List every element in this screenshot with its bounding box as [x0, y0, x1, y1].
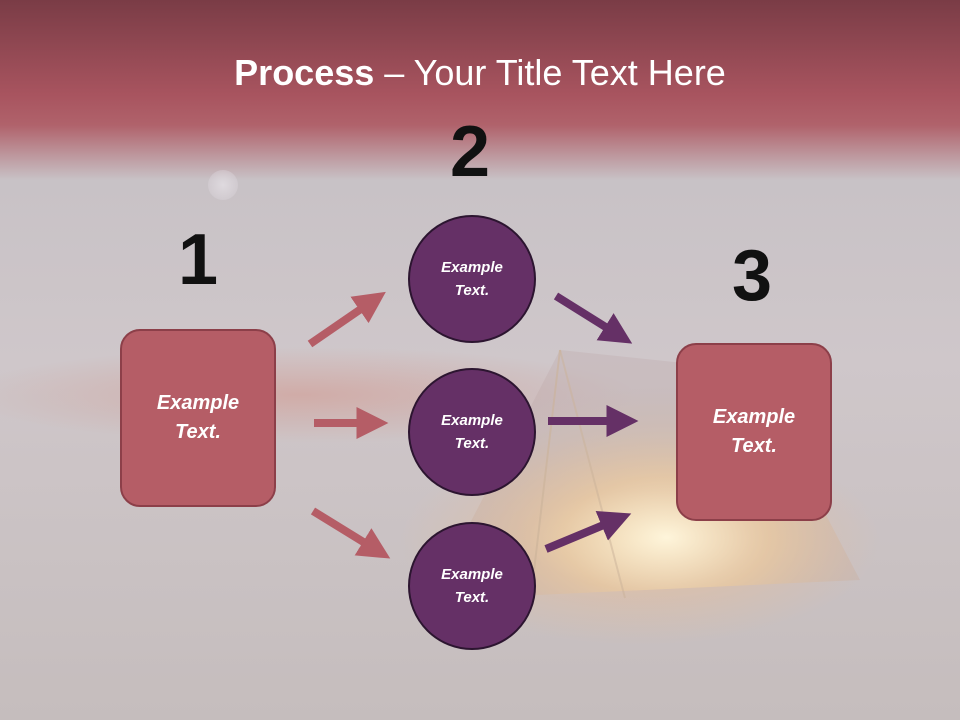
step-number-2: 2 [450, 112, 491, 192]
title-strong: Process [234, 52, 375, 93]
arrow-down-left [310, 507, 391, 559]
step-2-circle-top: Example Text. [408, 215, 536, 343]
slide-title: Process – Your Title Text Here [0, 52, 960, 94]
circle-middle-text: Example Text. [441, 412, 503, 452]
step-1-box: Example Text. [120, 329, 276, 507]
step-2-circle-middle: Example Text. [408, 368, 536, 496]
arrow-up-left [307, 291, 386, 348]
circle-top-text: Example Text. [441, 259, 503, 299]
step-number-1: 1 [178, 220, 219, 300]
moon-image [208, 170, 238, 200]
step-number-3: 3 [732, 236, 773, 316]
step-3-box: Example Text. [676, 343, 832, 521]
step-3-box-text: Example Text. [712, 406, 796, 457]
circle-bottom-text: Example Text. [441, 566, 503, 606]
arrow-down-right [553, 292, 633, 344]
arrow-up-right [544, 511, 632, 553]
title-rest: – Your Title Text Here [374, 52, 726, 93]
step-1-box-text: Example Text. [156, 392, 240, 443]
step-2-circle-bottom: Example Text. [408, 522, 536, 650]
